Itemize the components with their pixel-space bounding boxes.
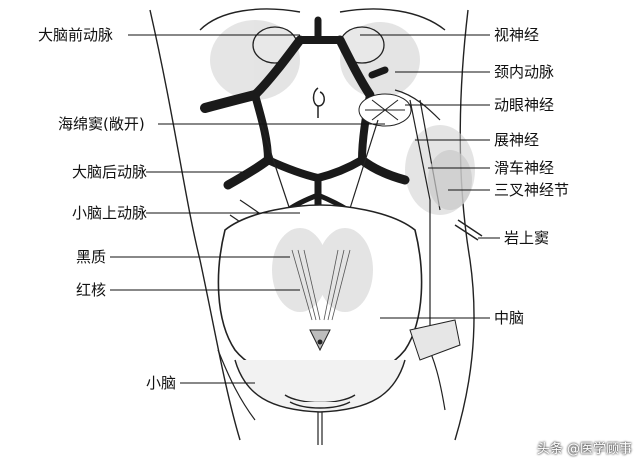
label-optic-nerve: 视神经: [494, 26, 540, 44]
label-superior-petrosal-sinus: 岩上窦: [504, 229, 550, 247]
label-substantia-nigra: 黑质: [76, 248, 107, 266]
label-cerebellum: 小脑: [146, 374, 177, 392]
label-cavernous-sinus: 海绵窦(敞开): [58, 115, 145, 133]
watermark-text: 头条 @医学顾事: [536, 442, 632, 457]
label-oculomotor-nerve: 动眼神经: [494, 96, 555, 114]
label-red-nucleus: 红核: [76, 281, 107, 299]
label-superior-cerebellar-artery: 小脑上动脉: [72, 204, 148, 222]
label-trigeminal-ganglion: 三叉神经节: [494, 181, 570, 199]
label-trochlear-nerve: 滑车神经: [494, 159, 555, 177]
label-posterior-cerebral-artery: 大脑后动脉: [72, 163, 148, 181]
label-anterior-cerebral-artery: 大脑前动脉: [38, 26, 114, 44]
label-internal-carotid-artery: 颈内动脉: [494, 63, 555, 81]
label-midbrain: 中脑: [494, 309, 525, 327]
label-abducens-nerve: 展神经: [494, 131, 540, 149]
